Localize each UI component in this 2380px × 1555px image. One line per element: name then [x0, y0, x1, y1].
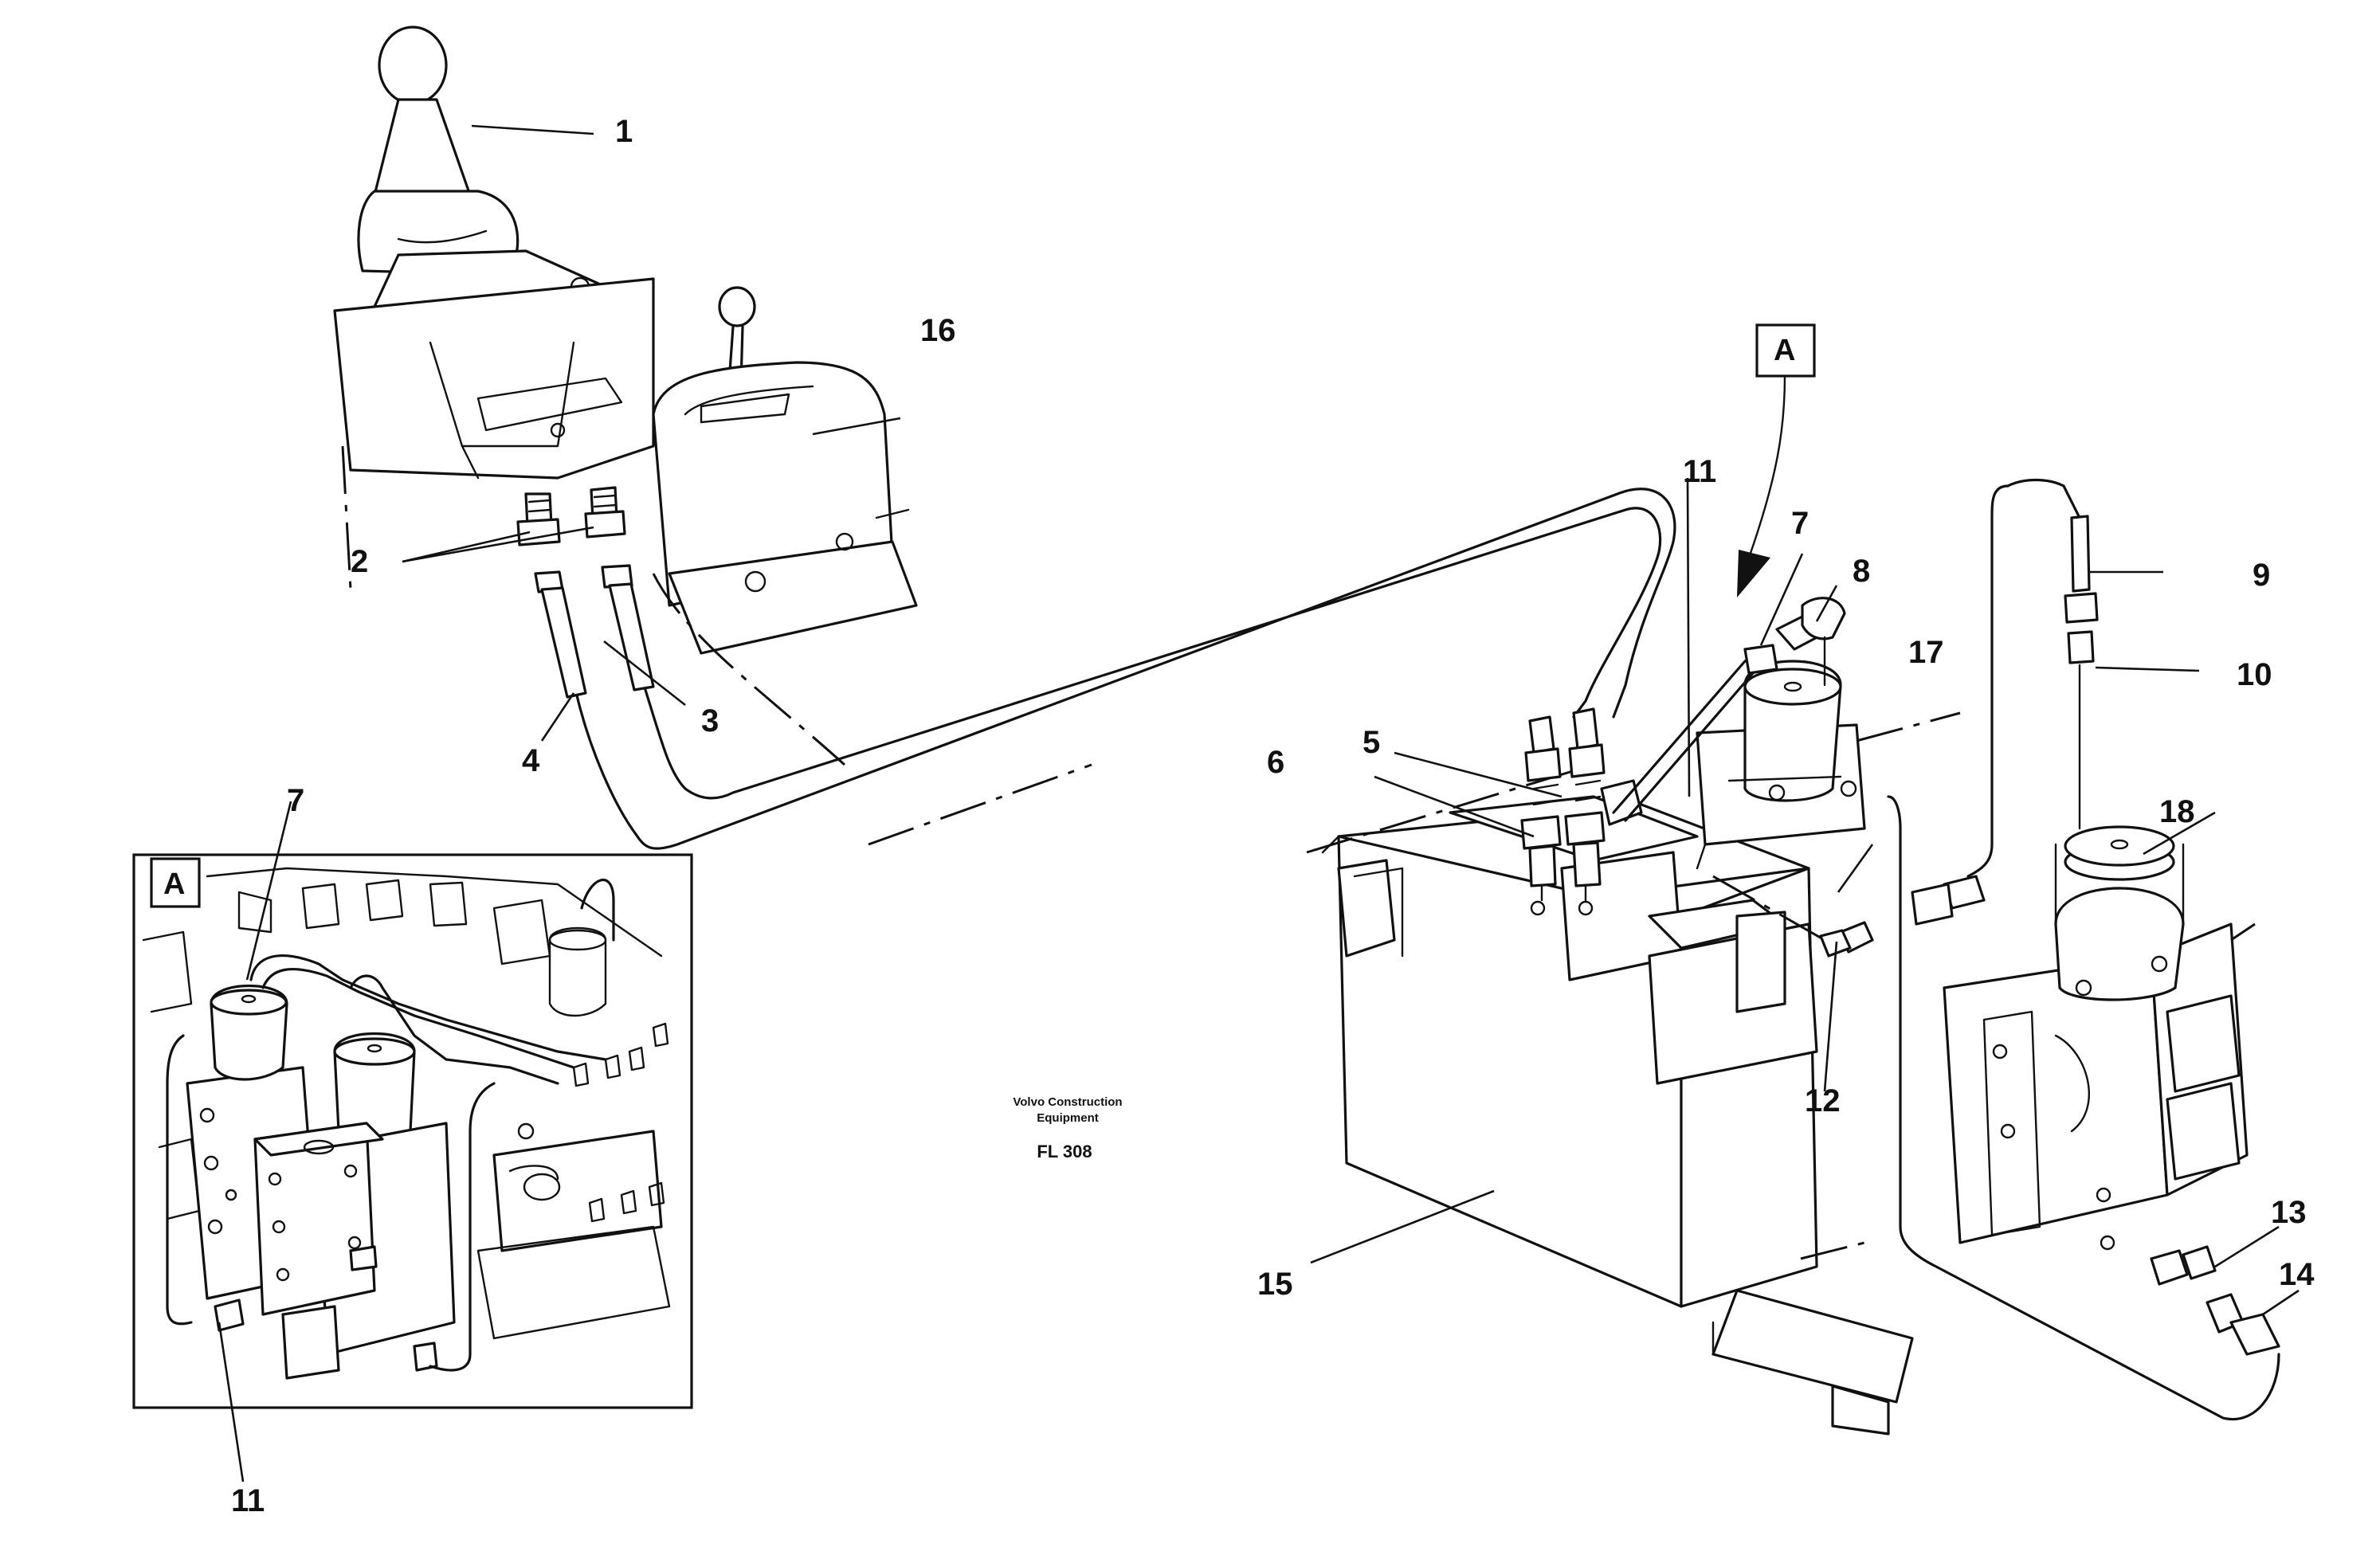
inset-callout-11: 11	[231, 1483, 265, 1518]
joystick-lever	[333, 25, 655, 590]
callout-6: 6	[1267, 745, 1284, 780]
callout-1: 1	[615, 114, 633, 149]
callout-14: 14	[2279, 1257, 2315, 1292]
pilot-line-9	[1911, 478, 2099, 926]
manufacturer-line-1: Volvo Construction	[1013, 1095, 1122, 1109]
fittings-13-14	[2100, 1235, 2280, 1356]
pilot-lines	[636, 488, 1676, 850]
inset-callout-7: 7	[287, 783, 304, 818]
inset-detail-a	[132, 853, 693, 1409]
view-a-indicator	[1737, 323, 1816, 597]
callout-2: 2	[351, 544, 368, 579]
callout-8: 8	[1853, 554, 1870, 589]
inset-view-a-label: A	[163, 868, 185, 901]
pilot-valve-17	[1696, 660, 1961, 870]
callout-11: 11	[1683, 454, 1716, 489]
callout-7: 7	[1791, 506, 1809, 541]
hose-fittings	[534, 564, 687, 838]
view-a-label: A	[1774, 334, 1795, 367]
pilot-valve-16	[652, 286, 918, 766]
pilot-valve-18	[1943, 825, 2256, 1244]
callout-16: 16	[920, 313, 956, 348]
fitting-12	[1712, 795, 2280, 1421]
callout-10: 10	[2237, 657, 2272, 692]
callout-17: 17	[1908, 635, 1944, 670]
callout-12: 12	[1805, 1083, 1841, 1118]
figure-code: FL 308	[1037, 1142, 1092, 1161]
callout-13: 13	[2271, 1195, 2307, 1230]
manufacturer-line-2: Equipment	[1037, 1111, 1099, 1125]
callout-numbers: 1 2 3 4 5 6 7 8 9 10 11 12 13 14 15 16 1…	[231, 114, 2315, 1518]
callout-18: 18	[2159, 794, 2195, 829]
callout-15: 15	[1257, 1267, 1293, 1302]
callout-9: 9	[2253, 558, 2270, 593]
callout-5: 5	[1363, 725, 1380, 760]
callout-3: 3	[701, 703, 719, 738]
leader-lines	[218, 124, 2300, 1483]
port-adapters	[516, 486, 626, 546]
callout-4: 4	[522, 743, 540, 778]
